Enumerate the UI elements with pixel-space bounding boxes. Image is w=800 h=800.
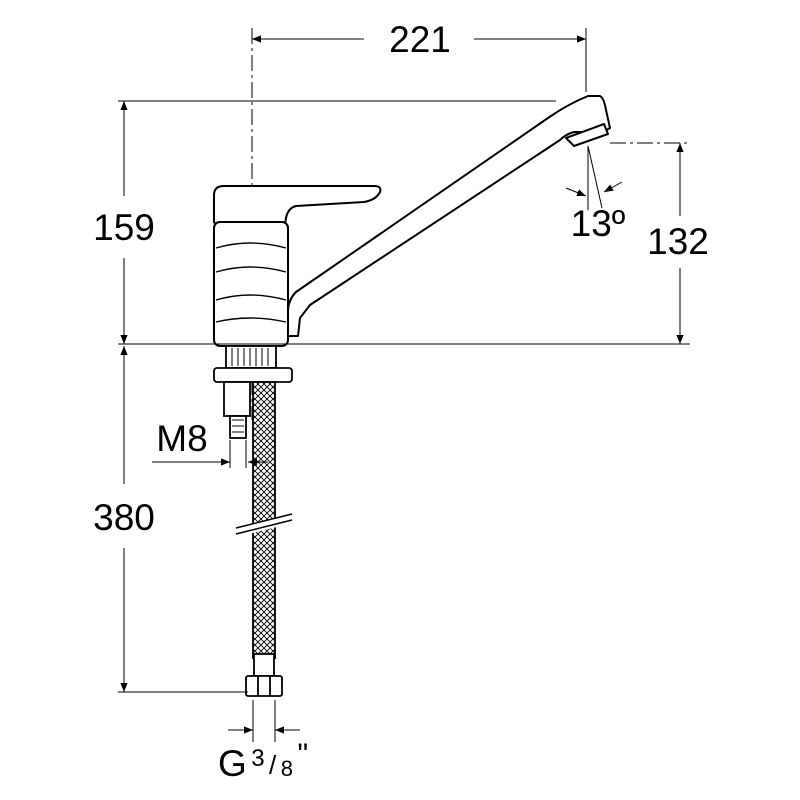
- hose-length-dimension-label: 380: [93, 497, 155, 538]
- nut-threads: [231, 348, 269, 433]
- spout-angle-dimension-label: 13º: [571, 203, 626, 244]
- body-bands: [215, 242, 287, 323]
- total-height-dimension-label: 159: [93, 207, 155, 248]
- dim-total-height: [118, 100, 556, 344]
- dim-reach: [252, 28, 587, 92]
- reach-dimension-label: 221: [389, 19, 451, 60]
- dim-hose-length: [118, 346, 248, 693]
- hose-connector: [245, 653, 283, 697]
- connection-slash: /: [269, 750, 277, 780]
- stud-tip: [229, 415, 247, 439]
- connection-denominator: 8: [281, 756, 293, 781]
- spout-height-dimension-label: 132: [647, 221, 709, 262]
- fixing-plate: [213, 367, 293, 383]
- stud-thread-dimension-label: M8: [156, 418, 207, 459]
- dim-hose-connection: [228, 700, 300, 742]
- dim-spout-angle: [565, 145, 623, 210]
- spout: [287, 95, 611, 337]
- connection-numerator: 3: [251, 745, 264, 772]
- dim-stud-thread: [152, 440, 268, 468]
- hose-connection-dimension-label: G 3 / 8 ": [218, 738, 308, 784]
- hose-break-mark: [235, 519, 293, 535]
- aerator: [565, 123, 609, 147]
- lever-handle: [213, 185, 382, 233]
- body-cylinder: [213, 221, 289, 347]
- hose-break-mark: [235, 513, 293, 529]
- faucet-body: [213, 95, 611, 347]
- connection-unit: ": [297, 738, 308, 771]
- connection-prefix: G: [218, 743, 247, 784]
- stud-sleeve: [223, 381, 251, 417]
